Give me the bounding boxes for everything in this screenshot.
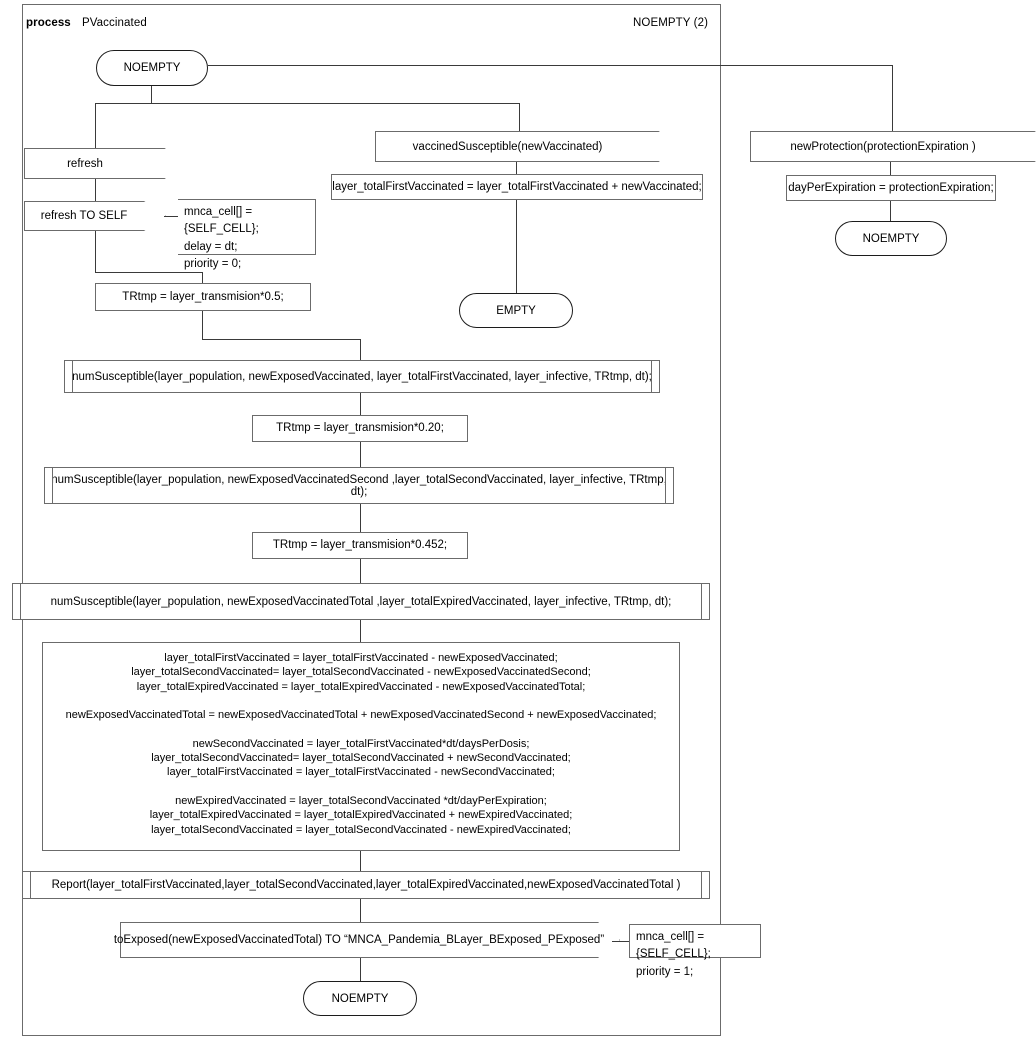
connector-trtmp05-over: [202, 339, 361, 340]
signal-input-vaccined-susceptible[interactable]: vaccinedSusceptible(newVaccinated): [375, 131, 660, 162]
procedure-num-susceptible-second[interactable]: numSusceptible(layer_population, newExpo…: [44, 467, 674, 504]
task-trtmp-05[interactable]: TRtmp = layer_transmision*0.5;: [95, 283, 311, 311]
connector-start-to-newprotection: [208, 65, 893, 66]
connector-start-down: [151, 86, 152, 103]
comment-to-exposed-self: mnca_cell[] = {SELF_CELL}; priority = 1;: [629, 924, 761, 978]
signal-output-refresh-to-self[interactable]: refresh TO SELF: [24, 201, 166, 231]
header-page-label: NOEMPTY (2): [633, 17, 709, 29]
signal-input-refresh-label: refresh: [67, 157, 103, 170]
connector-vaccined-down: [516, 162, 517, 174]
task-trtmp-020[interactable]: TRtmp = layer_transmision*0.20;: [252, 415, 468, 442]
procedure-num-susceptible-first[interactable]: numSusceptible(layer_population, newExpo…: [64, 360, 660, 393]
signal-input-new-protection[interactable]: newProtection(protectionExpiration ): [750, 131, 1036, 162]
signal-input-new-protection-shape: [750, 131, 1036, 162]
connector-comment-toexposed: [612, 941, 630, 942]
state-noempty-right[interactable]: NOEMPTY: [835, 221, 947, 256]
signal-input-vaccined-susceptible-shape: [375, 131, 660, 162]
connector-dayperexp-to-state: [890, 201, 891, 221]
task-big-assignment-block[interactable]: layer_totalFirstVaccinated = layer_total…: [42, 642, 680, 851]
connector-refresh-to-output: [95, 179, 96, 201]
connector-into-numsusc-first: [360, 339, 361, 360]
connector-numsusc2-down: [360, 504, 361, 532]
signal-output-refresh-to-self-shape: [24, 201, 166, 231]
signal-input-refresh[interactable]: refresh: [24, 148, 166, 179]
connector-branch-mid-down: [519, 103, 520, 131]
comment-refresh-self: mnca_cell[] = {SELF_CELL}; delay = dt; p…: [178, 199, 316, 270]
signal-input-vaccined-susceptible-label: vaccinedSusceptible(newVaccinated): [412, 140, 603, 153]
task-trtmp-0452[interactable]: TRtmp = layer_transmision*0.452;: [252, 532, 468, 559]
connector-numsusc1-down: [360, 393, 361, 415]
header-kind: process: [26, 17, 71, 29]
signal-output-refresh-to-self-label: refresh TO SELF: [40, 210, 128, 222]
connector-branch-left-down: [95, 103, 96, 148]
connector-firstvacc-to-empty: [516, 200, 517, 293]
task-day-per-expiration[interactable]: dayPerExpiration = protectionExpiration;: [786, 175, 996, 201]
connector-toexposed-down: [360, 958, 361, 981]
connector-report-down: [360, 899, 361, 922]
task-first-vaccinated-add[interactable]: layer_totalFirstVaccinated = layer_total…: [331, 174, 703, 200]
signal-output-to-exposed-shape: [120, 922, 620, 958]
state-noempty-bottom[interactable]: NOEMPTY: [303, 981, 417, 1016]
signal-output-to-exposed-label: toExposed(newExposedVaccinatedTotal) TO …: [113, 934, 605, 946]
connector-newprotection-down: [892, 65, 893, 131]
signal-input-refresh-shape: [24, 148, 166, 179]
process-frame: [22, 4, 721, 1036]
connector-refreshself-down: [95, 231, 96, 272]
connector-refreshself-over: [95, 272, 203, 273]
signal-input-new-protection-label: newProtection(protectionExpiration ): [790, 140, 976, 153]
connector-bigblock-down: [360, 851, 361, 871]
state-noempty-start[interactable]: NOEMPTY: [96, 50, 208, 86]
connector-trtmp020-down: [360, 442, 361, 467]
connector-comment-refresh: [164, 216, 179, 217]
signal-output-to-exposed[interactable]: toExposed(newExposedVaccinatedTotal) TO …: [113, 922, 620, 958]
procedure-num-susceptible-total[interactable]: numSusceptible(layer_population, newExpo…: [12, 583, 710, 620]
connector-start-branch-bar: [95, 103, 520, 104]
header-process-name: PVaccinated: [82, 17, 147, 29]
state-empty[interactable]: EMPTY: [459, 293, 573, 328]
procedure-report[interactable]: Report(layer_totalFirstVaccinated,layer_…: [22, 871, 710, 899]
connector-trtmp05-down: [202, 311, 203, 339]
connector-newprotection-to-task: [890, 162, 891, 175]
connector-into-trtmp05: [202, 272, 203, 283]
connector-numsusc3-down: [360, 620, 361, 642]
connector-trtmp0452-down: [360, 559, 361, 583]
